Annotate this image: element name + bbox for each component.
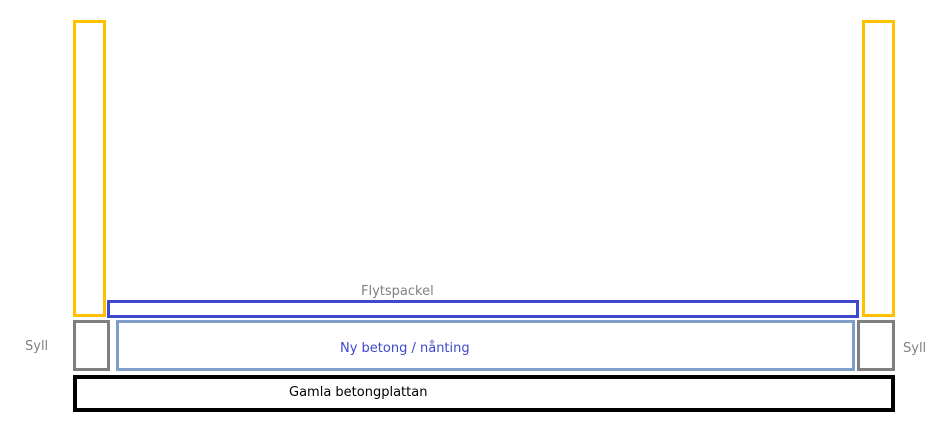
left-wall-stud	[73, 20, 106, 317]
flytspackel-label: Flytspackel	[361, 284, 434, 299]
old-concrete-slab	[73, 375, 895, 412]
new-concrete-label: Ny betong / nånting	[340, 341, 470, 356]
flytspackel-layer	[107, 300, 859, 318]
right-sill-label: Syll	[903, 341, 927, 356]
right-sill	[857, 320, 895, 371]
left-sill-label: Syll	[25, 339, 49, 354]
right-wall-stud	[862, 20, 895, 317]
left-sill	[73, 320, 110, 371]
old-slab-label: Gamla betongplattan	[289, 385, 428, 400]
new-concrete-layer	[116, 320, 855, 371]
